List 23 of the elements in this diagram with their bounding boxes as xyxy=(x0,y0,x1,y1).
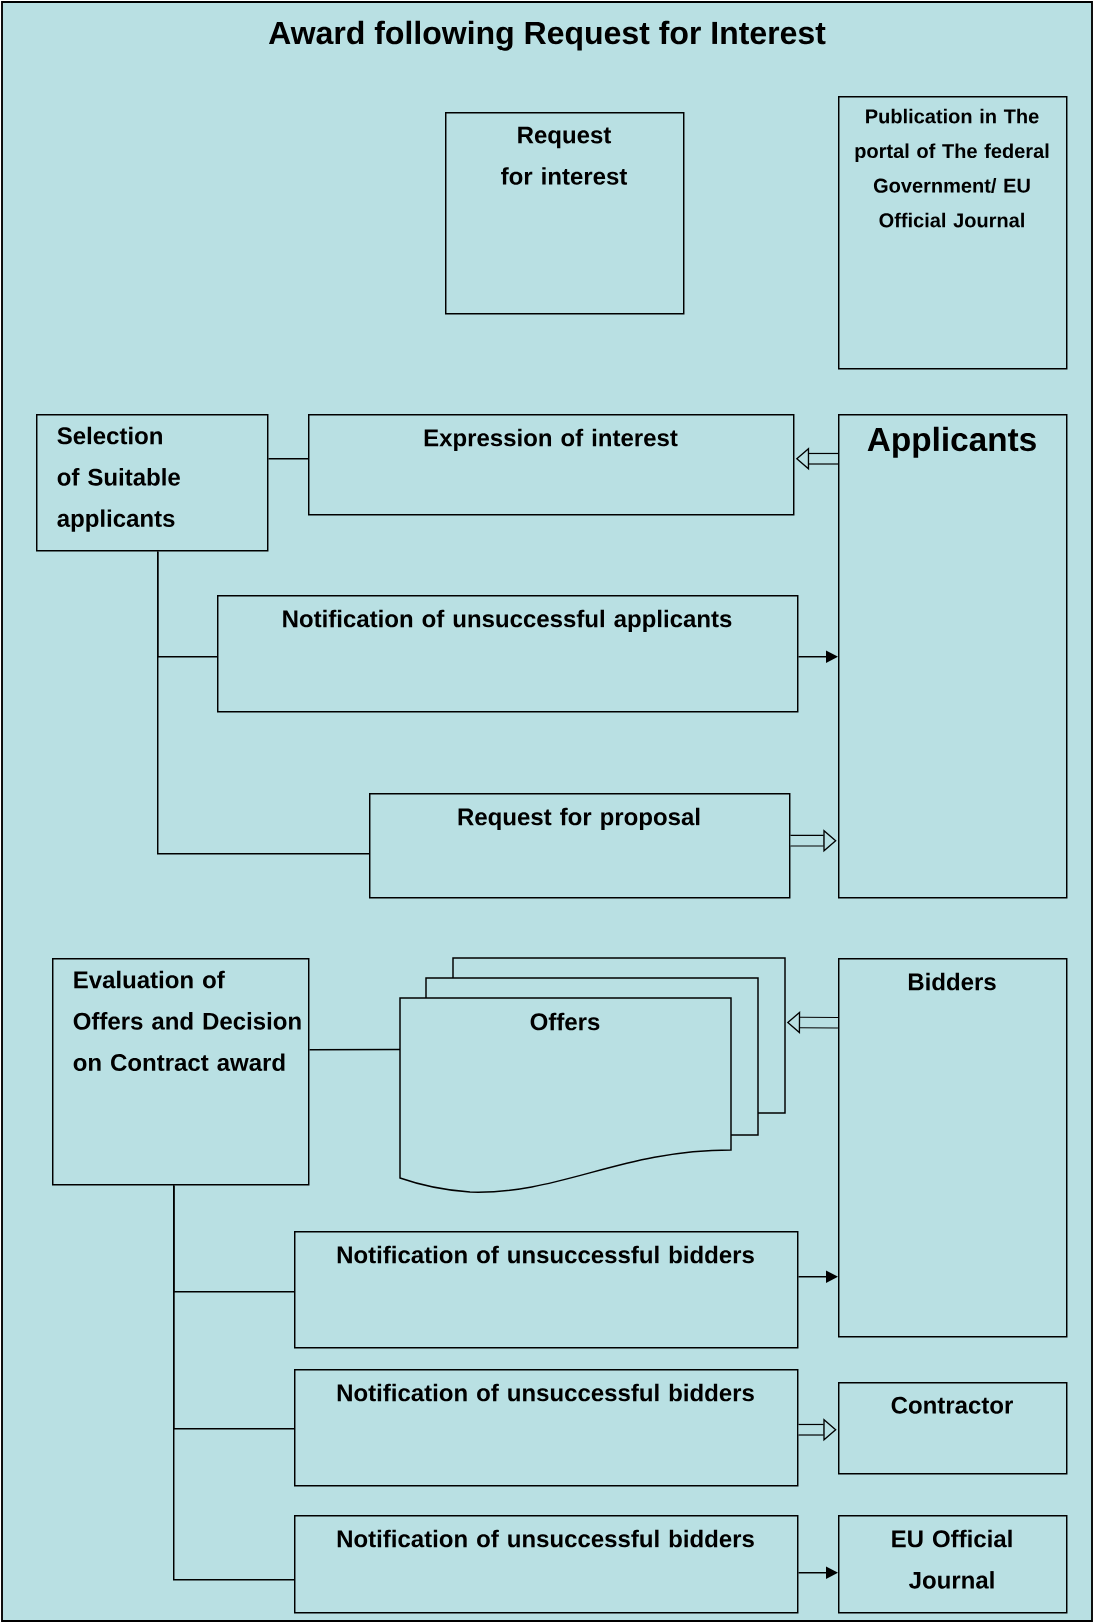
process-box: Notification of unsuccessful bidders xyxy=(294,1515,799,1614)
document-stack: Offers xyxy=(399,957,786,1193)
process-box: Applicants xyxy=(838,414,1068,899)
arrow xyxy=(797,1270,838,1283)
connector-line xyxy=(308,1048,401,1051)
process-box: Bidders xyxy=(838,958,1068,1338)
process-box: Request for interest xyxy=(445,112,685,315)
process-box: Evaluation of Offers and Decision on Contract award xyxy=(52,958,310,1186)
connector-line xyxy=(157,550,370,855)
process-box: Request for proposal xyxy=(369,793,791,899)
arrow xyxy=(797,650,838,663)
process-box: Expression of interest xyxy=(308,414,795,516)
arrow xyxy=(797,1566,838,1579)
process-box: Notification of unsuccessful bidders xyxy=(294,1231,799,1349)
process-box: Publication in The portal of The federal Government/ EU Official Journal xyxy=(838,96,1068,370)
process-box: Notification of unsuccessful bidders xyxy=(294,1369,799,1487)
title: Award following Request for Interest xyxy=(268,20,826,51)
process-box: Notification of unsuccessful applicants xyxy=(217,595,799,713)
connector-line xyxy=(173,1184,295,1581)
process-box: EU Official Journal xyxy=(838,1515,1068,1614)
process-box: Selection of Suitable applicants xyxy=(36,414,269,552)
connector-line xyxy=(267,458,309,460)
process-box: Contractor xyxy=(838,1382,1068,1475)
